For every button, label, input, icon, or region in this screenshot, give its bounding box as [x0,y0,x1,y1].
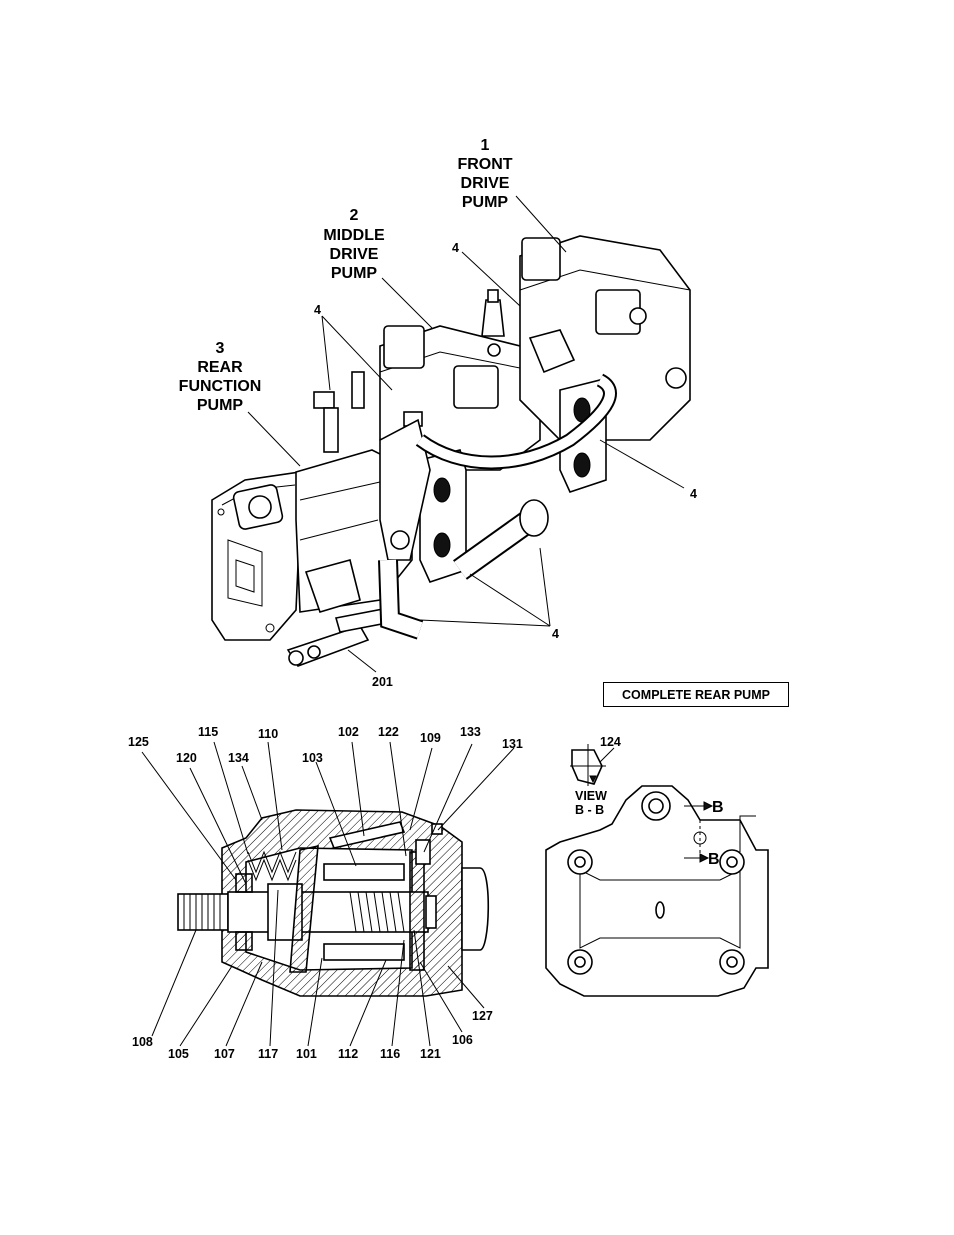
svg-text:110: 110 [258,727,278,741]
svg-text:1: 1 [481,137,490,154]
svg-text:FRONT: FRONT [457,156,512,173]
section-marker-bottom: B [708,851,720,868]
svg-text:FUNCTION: FUNCTION [179,378,262,395]
svg-text:115: 115 [198,725,218,739]
callout-hose-4-upper: 4 [452,241,459,255]
svg-text:122: 122 [378,725,399,739]
svg-text:PUMP: PUMP [331,265,378,282]
svg-text:102: 102 [338,725,359,739]
callout-124: 124 [600,735,621,749]
callout-hose-4-right: 4 [690,487,697,501]
callout-middle-drive-pump: 2 MIDDLE DRIVE PUMP [323,207,385,282]
svg-text:108: 108 [132,1035,153,1049]
section-marker-top: B [712,799,724,816]
callout-rear-function-pump: 3 REAR FUNCTION PUMP [179,340,262,414]
svg-text:PUMP: PUMP [197,397,244,414]
svg-text:105: 105 [168,1047,189,1061]
svg-text:DRIVE: DRIVE [461,175,510,192]
view-label-line2: B - B [575,803,604,817]
callout-fitting-201: 201 [372,675,393,689]
svg-text:PUMP: PUMP [462,194,509,211]
rear-pump-section-view [178,810,488,996]
callout-hose-4-lower: 4 [552,627,559,641]
callout-hose-4-left: 4 [314,303,321,317]
svg-text:101: 101 [296,1047,317,1061]
callout-front-drive-pump: 1 FRONT DRIVE PUMP [457,137,512,211]
svg-text:106: 106 [452,1033,473,1047]
svg-text:REAR: REAR [197,359,243,376]
view-label-line1: VIEW [575,789,607,803]
section-top-callouts: 125 120 115 134 110 103 102 122 109 133 … [128,725,523,765]
svg-text:2: 2 [350,207,359,224]
svg-text:117: 117 [258,1047,278,1061]
svg-text:134: 134 [228,751,249,765]
rear-pump-end-view [546,744,768,996]
svg-text:103: 103 [302,751,323,765]
svg-text:127: 127 [472,1009,493,1023]
svg-text:125: 125 [128,735,149,749]
svg-text:3: 3 [216,340,225,357]
svg-text:109: 109 [420,731,441,745]
svg-text:107: 107 [214,1047,235,1061]
svg-text:116: 116 [380,1047,400,1061]
svg-text:112: 112 [338,1047,358,1061]
svg-text:133: 133 [460,725,481,739]
svg-text:121: 121 [420,1047,441,1061]
svg-text:MIDDLE: MIDDLE [323,227,385,244]
svg-text:DRIVE: DRIVE [330,246,379,263]
complete-rear-pump-box: COMPLETE REAR PUMP [603,682,789,707]
svg-text:131: 131 [502,737,523,751]
svg-text:120: 120 [176,751,197,765]
